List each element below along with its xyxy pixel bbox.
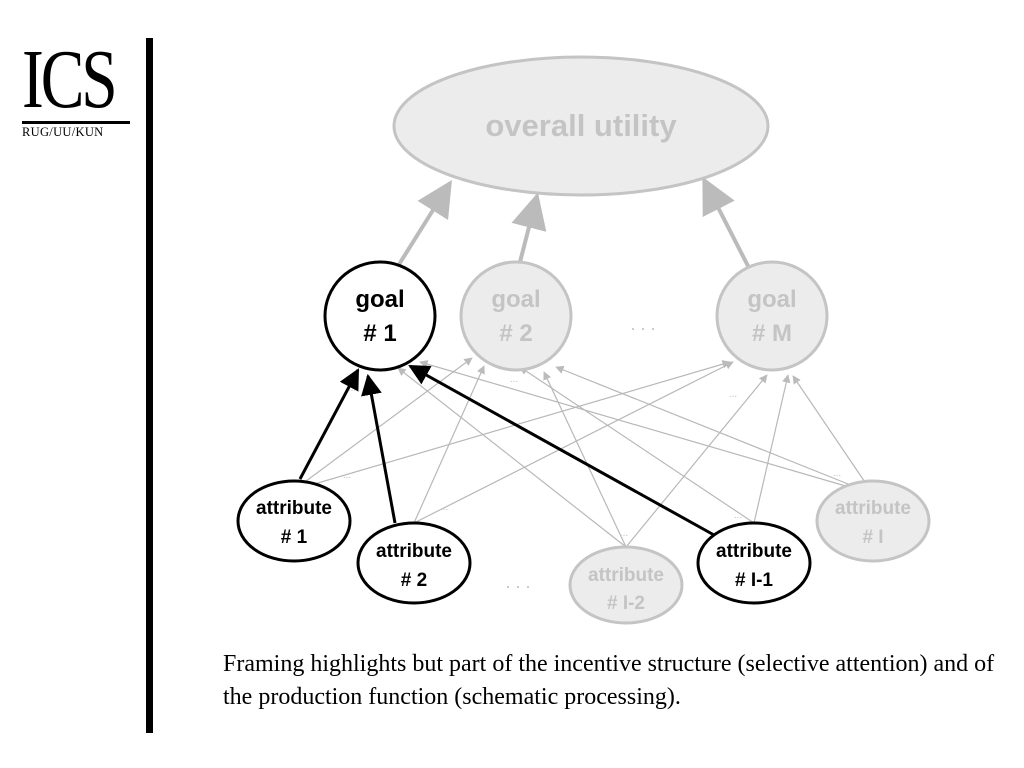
edge-ellipsis: ... <box>729 389 737 400</box>
goal-to-utility-edges <box>396 176 750 268</box>
edge-arrow <box>555 365 874 495</box>
vertical-divider <box>146 38 153 733</box>
edge-arrow <box>413 365 485 524</box>
utility-arrow <box>702 176 750 267</box>
caption: Framing highlights but part of the incen… <box>223 651 995 710</box>
active-edges <box>298 364 715 537</box>
goal-number: # 1 <box>363 320 396 347</box>
edge-arrow <box>293 360 731 491</box>
active-arrow <box>408 364 715 537</box>
goal-node-m: goal # M <box>715 260 829 372</box>
logo-subtitle: RUG/UU/KUN <box>22 125 104 139</box>
attribute-label: attribute <box>376 541 452 562</box>
active-arrow <box>298 368 360 480</box>
edge-ellipsis: ... <box>734 510 742 521</box>
attribute-number: # I <box>862 527 883 548</box>
logo-rule <box>22 121 130 124</box>
utility-node: overall utility <box>392 55 770 197</box>
utility-arrow <box>511 192 547 263</box>
edge-ellipsis: ... <box>620 528 628 539</box>
edge-arrow <box>419 360 874 495</box>
attribute-node-i-1: attribute # I-1 <box>696 521 812 605</box>
attribute-node-1: attribute # 1 <box>236 479 352 563</box>
edge-arrow <box>625 374 768 548</box>
attribute-number: # 2 <box>401 570 427 591</box>
goal-ellipsis: . . . <box>630 314 655 334</box>
edge-ellipsis: ... <box>510 374 518 385</box>
edge-ellipsis: ... <box>440 502 448 513</box>
attribute-label: attribute <box>716 541 792 562</box>
edge-ellipsis: ... <box>343 470 351 481</box>
attribute-node-2: attribute # 2 <box>356 521 472 605</box>
ics-logo: ICS RUG/UU/KUN <box>22 33 134 139</box>
edge-arrow <box>413 361 734 524</box>
utility-label: overall utility <box>485 108 677 143</box>
attribute-number: # I-1 <box>735 570 773 591</box>
goal-label: goal <box>355 286 404 313</box>
edge-arrow <box>519 366 755 524</box>
edge-arrow <box>543 371 627 548</box>
edge-arrow <box>792 375 874 495</box>
goal-node-1: goal # 1 <box>323 260 437 372</box>
edge-arrow <box>753 374 791 524</box>
edge-arrow <box>293 357 473 491</box>
edge-ellipses: ........................ <box>343 374 841 539</box>
goal-number: # M <box>752 320 792 347</box>
goal-number: # 2 <box>499 320 532 347</box>
goal-label: goal <box>491 286 540 313</box>
attribute-number: # I-2 <box>607 593 645 614</box>
attribute-label: attribute <box>256 498 332 519</box>
attribute-ellipsis: . . . <box>505 572 530 592</box>
active-arrow <box>361 373 397 524</box>
attribute-number: # 1 <box>281 527 308 548</box>
utility-arrow <box>396 179 452 268</box>
attribute-node-i-2: attribute # I-2 <box>568 545 684 625</box>
goal-node-2: goal # 2 <box>459 260 573 372</box>
logo-letters: ICS <box>22 33 118 126</box>
inactive-edges <box>293 357 874 548</box>
attribute-node-i: attribute # I <box>815 479 931 563</box>
goal-label: goal <box>747 286 796 313</box>
attribute-label: attribute <box>835 498 911 519</box>
edge-ellipsis: ... <box>348 383 356 394</box>
attribute-label: attribute <box>588 565 664 586</box>
edge-ellipsis: ... <box>833 468 841 479</box>
edge-arrow <box>397 367 627 548</box>
